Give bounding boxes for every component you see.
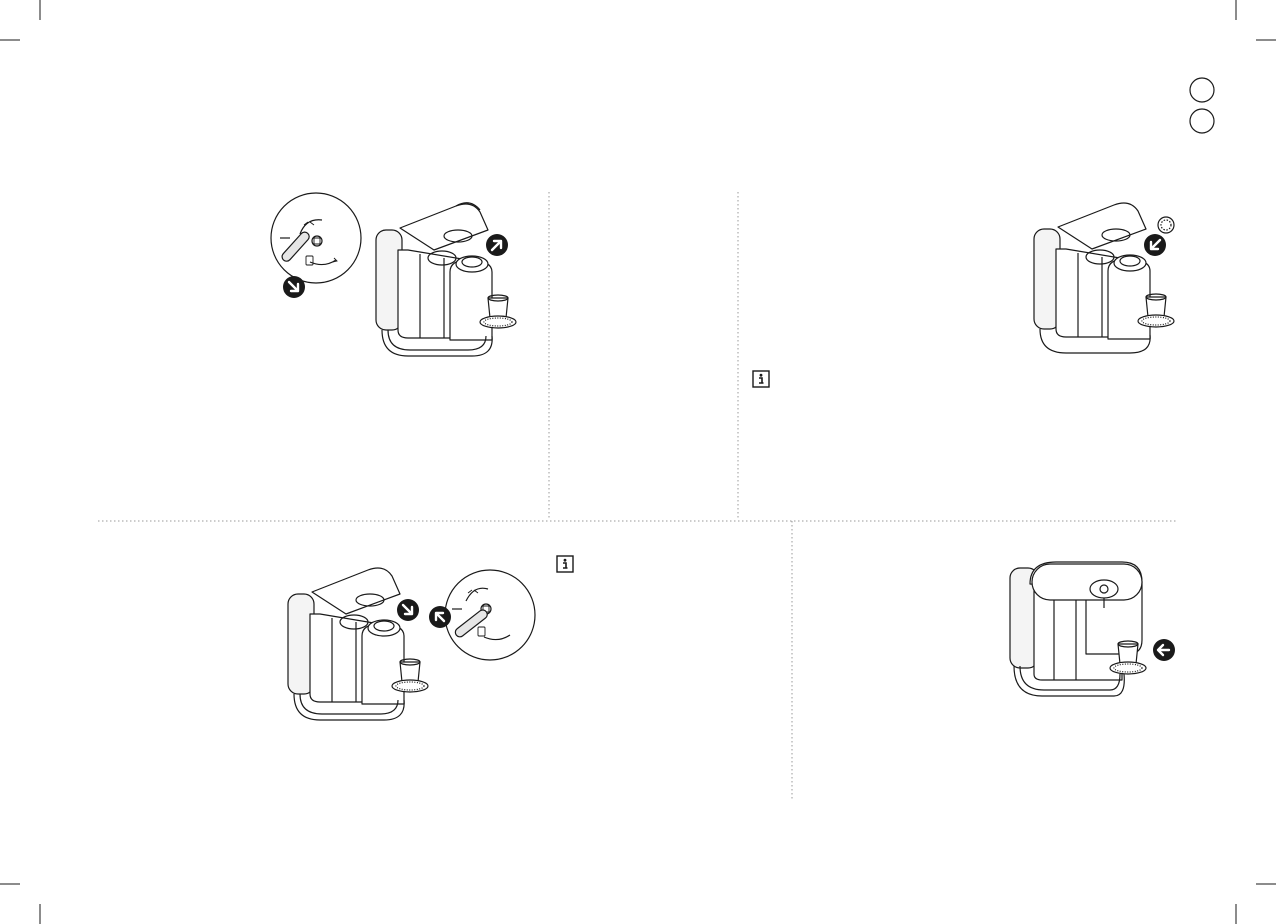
- arrow-down-right-icon: [396, 598, 420, 622]
- arrow-down-left-icon: [1143, 233, 1167, 257]
- info-icon: [752, 370, 770, 388]
- lever-dial-lock-illustration: [440, 565, 538, 669]
- arrow-down-right-icon: [282, 275, 306, 299]
- machine-head-open-illustration: [368, 190, 530, 360]
- panel-step-2: [550, 192, 737, 520]
- machine-head-close-illustration: [280, 560, 442, 728]
- machine-insert-capsule-illustration: [1026, 195, 1182, 360]
- arrow-up-right-icon: [485, 233, 509, 257]
- arrow-left-icon: [1152, 638, 1176, 662]
- info-icon: [556, 555, 574, 573]
- machine-front-view-illustration: [1006, 556, 1164, 704]
- arrow-up-left-icon: [428, 605, 452, 629]
